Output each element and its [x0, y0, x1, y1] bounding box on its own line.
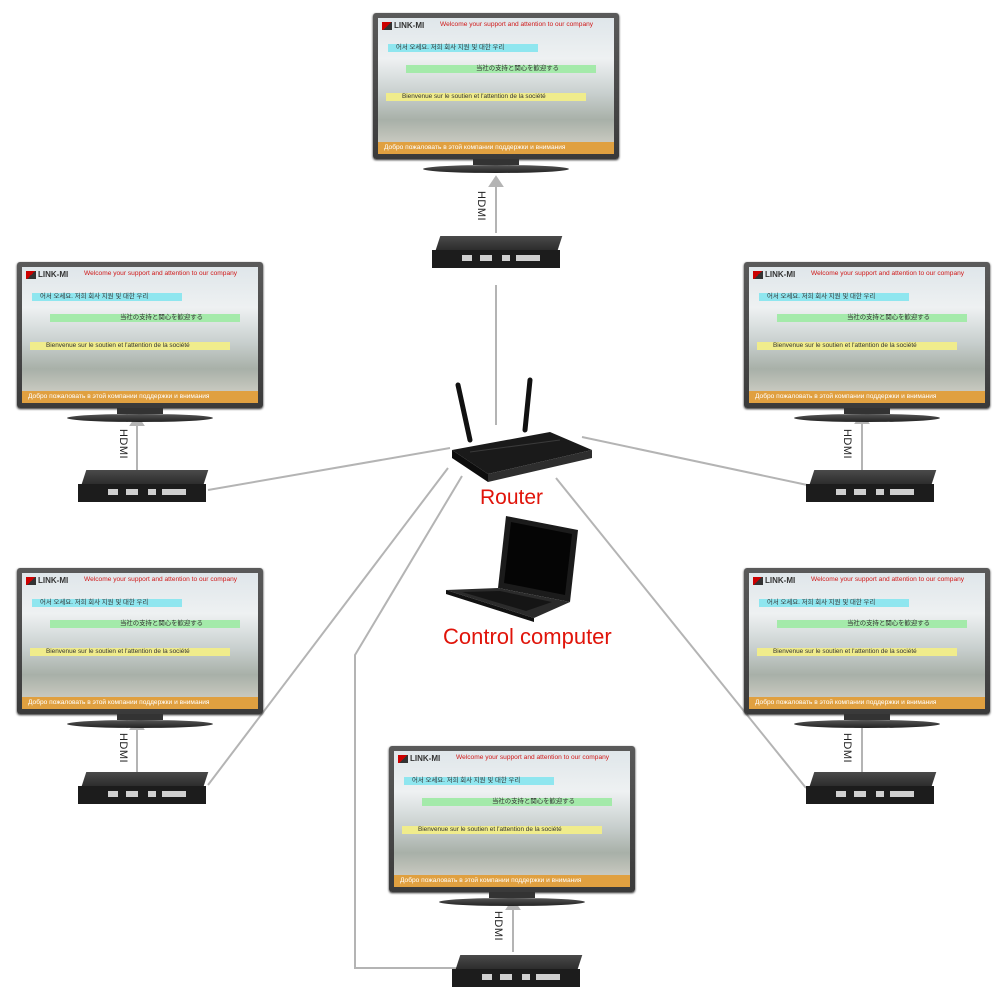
hdmi-label-left-lower: HDMI	[117, 732, 130, 764]
welcome-text: Welcome your support and attention to ou…	[440, 21, 594, 28]
monitor-base	[67, 720, 213, 728]
wire-router-left-lower	[207, 467, 449, 786]
russian-text: Добро пожаловать в этой компании поддерж…	[22, 391, 258, 403]
display-left-lower: LINK-MI Welcome your support and attenti…	[17, 568, 263, 728]
russian-text: Добро пожаловать в этой компании поддерж…	[749, 391, 985, 403]
receiver-box-left-upper	[78, 470, 210, 510]
welcome-text: Welcome your support and attention to ou…	[84, 576, 238, 583]
hdmi-label-bottom: HDMI	[492, 910, 505, 942]
russian-text: Добро пожаловать в этой компании поддерж…	[749, 697, 985, 709]
wire-router-right-lower	[555, 477, 807, 789]
logo-mark-icon	[26, 270, 36, 279]
welcome-text: Welcome your support and attention to ou…	[456, 754, 610, 761]
logo-mark-icon	[753, 270, 763, 279]
display-screen: LINK-MI Welcome your support and attenti…	[22, 573, 258, 709]
french-text: Bienvenue sur le soutien et l'attention …	[30, 648, 230, 656]
korean-text: 어서 오세요. 저희 회사 지원 및 대한 우리	[759, 599, 909, 607]
french-text: Bienvenue sur le soutien et l'attention …	[386, 93, 586, 101]
french-text: Bienvenue sur le soutien et l'attention …	[30, 342, 230, 350]
japanese-text: 当社の支持と関心を歓迎する	[777, 620, 967, 628]
wire-router-right-upper	[581, 436, 813, 487]
japanese-text: 当社の支持と関心を歓迎する	[50, 314, 240, 322]
display-screen: LINK-MI Welcome your support and attenti…	[749, 267, 985, 403]
receiver-box-bottom	[452, 955, 584, 995]
french-text: Bienvenue sur le soutien et l'attention …	[402, 826, 602, 834]
hdmi-label-right-upper: HDMI	[841, 428, 854, 460]
display-screen: LINK-MI Welcome your support and attenti…	[378, 18, 614, 154]
brand-logo: LINK-MI	[753, 576, 795, 585]
japanese-text: 当社の支持と関心を歓迎する	[422, 798, 612, 806]
monitor-base	[439, 898, 585, 906]
brand-logo: LINK-MI	[382, 21, 424, 30]
monitor-base	[67, 414, 213, 422]
japanese-text: 当社の支持と関心を歓迎する	[777, 314, 967, 322]
korean-text: 어서 오세요. 저희 회사 지원 및 대한 우리	[404, 777, 554, 785]
monitor-base	[423, 165, 569, 173]
brand-logo: LINK-MI	[398, 754, 440, 763]
wire-router-left-upper	[207, 447, 451, 491]
router-label: Router	[480, 486, 544, 509]
welcome-text: Welcome your support and attention to ou…	[811, 576, 965, 583]
french-text: Bienvenue sur le soutien et l'attention …	[757, 648, 957, 656]
laptop-icon	[446, 516, 578, 622]
welcome-text: Welcome your support and attention to ou…	[84, 270, 238, 277]
monitor-base	[794, 720, 940, 728]
monitor-base	[794, 414, 940, 422]
display-right-upper: LINK-MI Welcome your support and attenti…	[744, 262, 990, 422]
display-screen: LINK-MI Welcome your support and attenti…	[22, 267, 258, 403]
russian-text: Добро пожаловать в этой компании поддерж…	[394, 875, 630, 887]
control-computer-label: Control computer	[443, 624, 612, 649]
hdmi-label-right-lower: HDMI	[841, 732, 854, 764]
logo-mark-icon	[26, 576, 36, 585]
display-screen: LINK-MI Welcome your support and attenti…	[394, 751, 630, 887]
display-bottom: LINK-MI Welcome your support and attenti…	[389, 746, 635, 906]
receiver-box-right-upper	[806, 470, 938, 510]
korean-text: 어서 오세요. 저희 회사 지원 및 대한 우리	[759, 293, 909, 301]
display-left-upper: LINK-MI Welcome your support and attenti…	[17, 262, 263, 422]
display-top: LINK-MI Welcome your support and attenti…	[373, 13, 619, 173]
receiver-box-right-lower	[806, 772, 938, 812]
korean-text: 어서 오세요. 저희 회사 지원 및 대한 우리	[32, 599, 182, 607]
brand-logo: LINK-MI	[753, 270, 795, 279]
korean-text: 어서 오세요. 저희 회사 지원 및 대한 우리	[388, 44, 538, 52]
russian-text: Добро пожаловать в этой компании поддерж…	[378, 142, 614, 154]
brand-logo: LINK-MI	[26, 270, 68, 279]
hdmi-label-left-upper: HDMI	[117, 428, 130, 460]
logo-mark-icon	[753, 576, 763, 585]
wire-router-bottom	[354, 475, 463, 969]
display-screen: LINK-MI Welcome your support and attenti…	[749, 573, 985, 709]
russian-text: Добро пожаловать в этой компании поддерж…	[22, 697, 258, 709]
router-icon	[452, 377, 592, 482]
hdmi-label-top: HDMI	[475, 190, 488, 222]
logo-mark-icon	[382, 21, 392, 30]
welcome-text: Welcome your support and attention to ou…	[811, 270, 965, 277]
receiver-box-left-lower	[78, 772, 210, 812]
korean-text: 어서 오세요. 저희 회사 지원 및 대한 우리	[32, 293, 182, 301]
french-text: Bienvenue sur le soutien et l'attention …	[757, 342, 957, 350]
display-right-lower: LINK-MI Welcome your support and attenti…	[744, 568, 990, 728]
logo-mark-icon	[398, 754, 408, 763]
brand-logo: LINK-MI	[26, 576, 68, 585]
japanese-text: 当社の支持と関心を歓迎する	[50, 620, 240, 628]
receiver-box-top	[432, 236, 564, 276]
japanese-text: 当社の支持と関心を歓迎する	[406, 65, 596, 73]
